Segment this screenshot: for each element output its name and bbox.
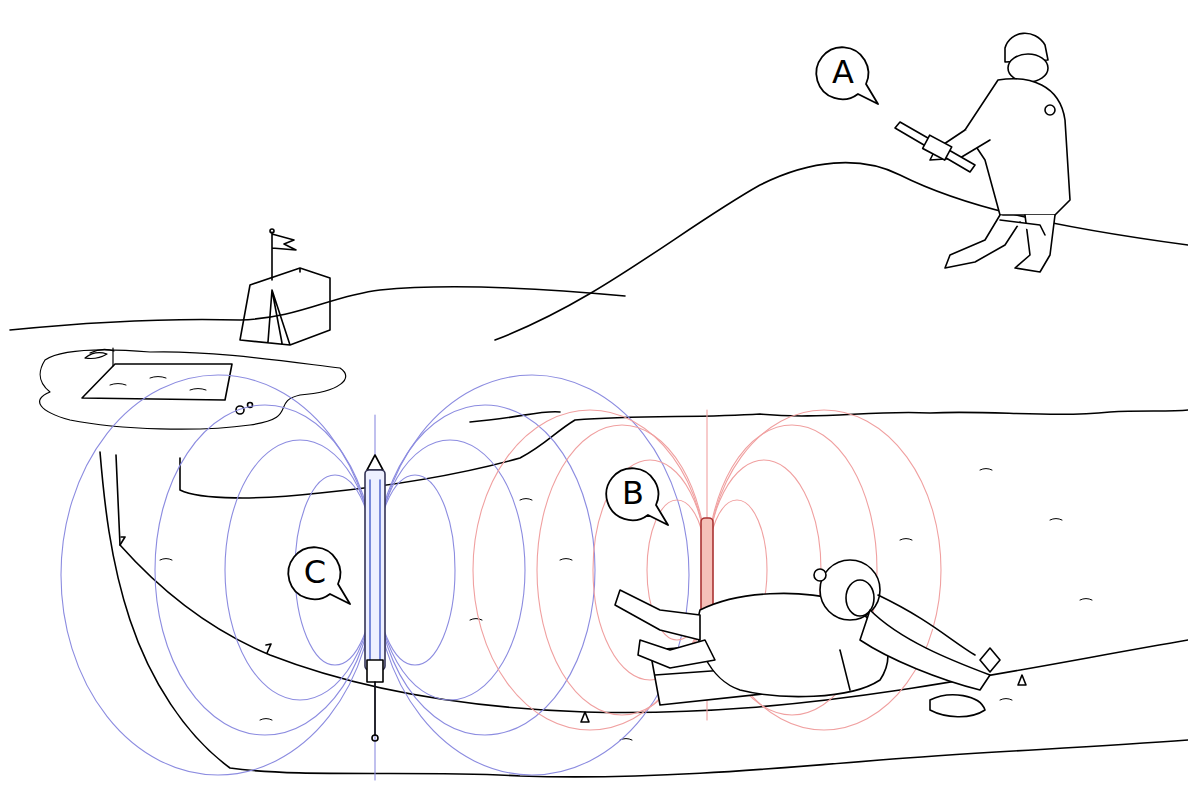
water-ripple [110, 377, 206, 391]
tent-flag [272, 232, 296, 280]
rope-coil [85, 348, 114, 366]
diver [615, 560, 1000, 717]
flag-top [270, 229, 274, 233]
callout-letter: C [289, 546, 341, 598]
ice-hole [82, 364, 232, 400]
callout-letter: A [817, 46, 869, 98]
field-lines-blue [61, 375, 689, 780]
rope-peg [120, 537, 1026, 722]
ice-edge-left [470, 412, 560, 422]
ice-patch [40, 350, 346, 429]
magnetometer-c [365, 455, 385, 741]
tent [240, 268, 330, 345]
gradiometer-device [895, 122, 975, 172]
hill-line [495, 163, 1188, 340]
section-boundary [100, 452, 1188, 777]
field-lines-red [473, 410, 941, 730]
ice-underside [180, 410, 1188, 498]
guide-rope [116, 455, 1188, 713]
callout-letter: B [607, 467, 659, 519]
